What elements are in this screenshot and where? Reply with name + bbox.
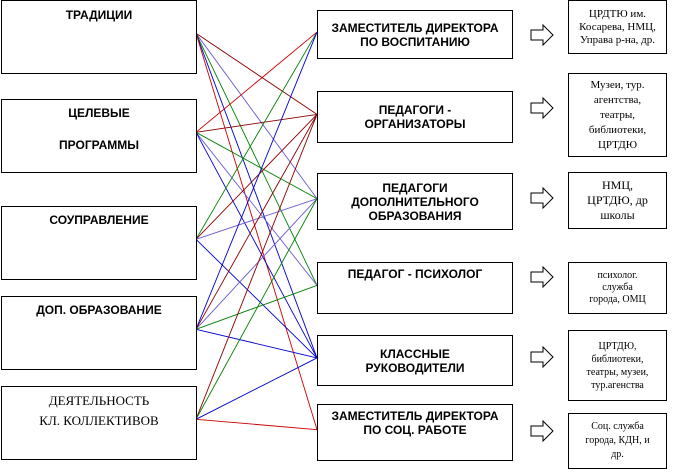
middle-box-class-teachers: КЛАССНЫЕ РУКОВОДИТЕЛИ bbox=[317, 335, 513, 386]
right-box-partners-6: Соц. служба города, КДН, и др. bbox=[568, 413, 667, 469]
middle-label-additional-education-1: ПЕДАГОГИ bbox=[382, 180, 448, 195]
connection-line bbox=[195, 32, 318, 115]
middle-box-deputy-social: ЗАМЕСТИТЕЛЬ ДИРЕКТОРА ПО СОЦ. РАБОТЕ bbox=[317, 404, 513, 461]
right-text-2-line5: ЦРТДЮ bbox=[597, 138, 638, 151]
right-box-partners-4: психолог. служба города, ОМЦ bbox=[568, 262, 667, 314]
middle-label-psychologist: ПЕДАГОГ - ПСИХОЛОГ bbox=[347, 267, 483, 281]
right-text-5-line1: ЦРТДЮ, bbox=[598, 340, 637, 352]
right-text-2-line3: театры, bbox=[599, 108, 635, 121]
middle-box-deputy-upbringing: ЗАМЕСТИТЕЛЬ ДИРЕКТОРА ПО ВОСПИТАНИЮ bbox=[317, 10, 513, 59]
right-box-partners-3: НМЦ, ЦРТДЮ, др школы bbox=[568, 172, 667, 229]
connection-line bbox=[195, 418, 318, 431]
arrow-icon bbox=[530, 420, 554, 442]
middle-label-teacher-organizers-2: ОРГАНИЗАТОРЫ bbox=[364, 117, 466, 131]
right-text-5-line4: тур.агенства bbox=[591, 379, 644, 391]
connection-line bbox=[195, 132, 318, 286]
right-text-5-line3: театры, музеи, bbox=[586, 366, 649, 378]
middle-label-deputy-upbringing-1: ЗАМЕСТИТЕЛЬ ДИРЕКТОРА bbox=[331, 20, 499, 35]
right-text-5-line2: библиотеки, bbox=[591, 353, 644, 365]
connection-line bbox=[195, 31, 318, 330]
right-box-partners-2: Музеи, тур. агентства, театры, библиотек… bbox=[568, 73, 667, 157]
connection-line bbox=[195, 113, 318, 133]
middle-label-deputy-upbringing-2: ПО ВОСПИТАНИЮ bbox=[360, 34, 470, 49]
left-label-target-programs-1: ЦЕЛЕВЫЕ bbox=[68, 106, 130, 120]
left-label-class-collectives-2: КЛ. КОЛЛЕКТИВОВ bbox=[39, 413, 159, 428]
connection-line bbox=[195, 114, 318, 240]
arrow-icon bbox=[530, 266, 554, 288]
right-text-2-line2: агентства, bbox=[593, 93, 642, 106]
left-box-traditions: ТРАДИЦИИ bbox=[1, 0, 197, 74]
connection-line bbox=[195, 132, 318, 359]
left-box-class-collectives: ДЕЯТЕЛЬНОСТЬ КЛ. КОЛЛЕКТИВОВ bbox=[1, 386, 197, 460]
right-text-4-line1: психолог. bbox=[597, 270, 638, 281]
right-text-6-line2: города, КДН, и bbox=[585, 435, 650, 446]
left-label-traditions: ТРАДИЦИИ bbox=[65, 8, 133, 22]
arrow-icon bbox=[530, 97, 554, 119]
left-label-additional-education: ДОП. ОБРАЗОВАНИЕ bbox=[36, 303, 162, 317]
middle-label-deputy-social-2: ПО СОЦ. РАБОТЕ bbox=[363, 423, 467, 437]
connection-line bbox=[195, 33, 318, 286]
connection-line bbox=[195, 357, 318, 420]
right-text-6-line3: др. bbox=[611, 449, 624, 460]
connection-line bbox=[195, 33, 318, 430]
right-text-1-line3: Управа р-на, др. bbox=[579, 33, 656, 46]
left-box-additional-education: ДОП. ОБРАЗОВАНИЕ bbox=[1, 296, 197, 370]
right-text-6-line1: Соц. служба bbox=[591, 421, 644, 432]
middle-label-deputy-social-1: ЗАМЕСТИТЕЛЬ ДИРЕКТОРА bbox=[331, 409, 499, 423]
right-text-1-line2: Косарева, НМЦ, bbox=[579, 20, 656, 33]
right-text-3-line1: НМЦ, bbox=[601, 178, 633, 192]
connection-line bbox=[195, 33, 318, 359]
right-text-2-line1: Музеи, тур. bbox=[590, 78, 645, 91]
left-label-self-government: СОУПРАВЛЕНИЕ bbox=[49, 213, 149, 227]
middle-label-class-teachers-1: КЛАССНЫЕ bbox=[380, 346, 450, 361]
right-box-partners-5: ЦРТДЮ, библиотеки, театры, музеи, тур.аг… bbox=[568, 330, 667, 401]
right-text-3-line2: ЦРТДЮ, др bbox=[587, 193, 648, 207]
connection-line bbox=[195, 328, 318, 359]
connection-line bbox=[195, 284, 318, 330]
connection-line bbox=[195, 198, 318, 240]
middle-label-additional-education-2: ДОПОЛНИТЕЛЬНОГО bbox=[351, 194, 479, 209]
middle-label-additional-education-3: ОБРАЗОВАНИЯ bbox=[368, 208, 462, 223]
right-text-1-line1: ЦРДТЮ им. bbox=[588, 7, 647, 20]
connection-line bbox=[195, 31, 318, 240]
left-box-self-government: СОУПРАВЛЕНИЕ bbox=[1, 206, 197, 280]
connection-line bbox=[195, 238, 318, 359]
connection-line bbox=[195, 114, 318, 330]
right-text-4-line2: служба bbox=[602, 282, 633, 293]
middle-box-additional-education-teachers: ПЕДАГОГИ ДОПОЛНИТЕЛЬНОГО ОБРАЗОВАНИЯ bbox=[317, 173, 513, 230]
arrow-icon bbox=[530, 346, 554, 368]
arrow-icon bbox=[530, 24, 554, 46]
middle-label-class-teachers-2: РУКОВОДИТЕЛИ bbox=[365, 360, 465, 375]
right-text-2-line4: библиотеки, bbox=[588, 123, 647, 136]
left-label-target-programs-2: ПРОГРАММЫ bbox=[59, 138, 139, 152]
connection-line bbox=[195, 198, 318, 330]
left-box-target-programs: ЦЕЛЕВЫЕ ПРОГРАММЫ bbox=[1, 99, 197, 173]
connection-line bbox=[195, 114, 318, 420]
right-text-4-line3: города, ОМЦ bbox=[589, 294, 646, 305]
connection-line bbox=[195, 131, 318, 200]
connection-line bbox=[195, 198, 318, 420]
right-box-partners-1: ЦРДТЮ им. Косарева, НМЦ, Управа р-на, др… bbox=[568, 0, 667, 54]
connection-line bbox=[195, 31, 318, 133]
connection-line bbox=[195, 33, 318, 199]
left-label-class-collectives-1: ДЕЯТЕЛЬНОСТЬ bbox=[48, 393, 150, 408]
arrow-icon bbox=[530, 187, 554, 209]
middle-box-teacher-organizers: ПЕДАГОГИ - ОРГАНИЗАТОРЫ bbox=[317, 91, 513, 143]
right-text-3-line3: школы bbox=[600, 208, 635, 222]
middle-label-teacher-organizers-1: ПЕДАГОГИ - bbox=[378, 103, 452, 117]
middle-box-psychologist: ПЕДАГОГ - ПСИХОЛОГ bbox=[317, 262, 513, 314]
